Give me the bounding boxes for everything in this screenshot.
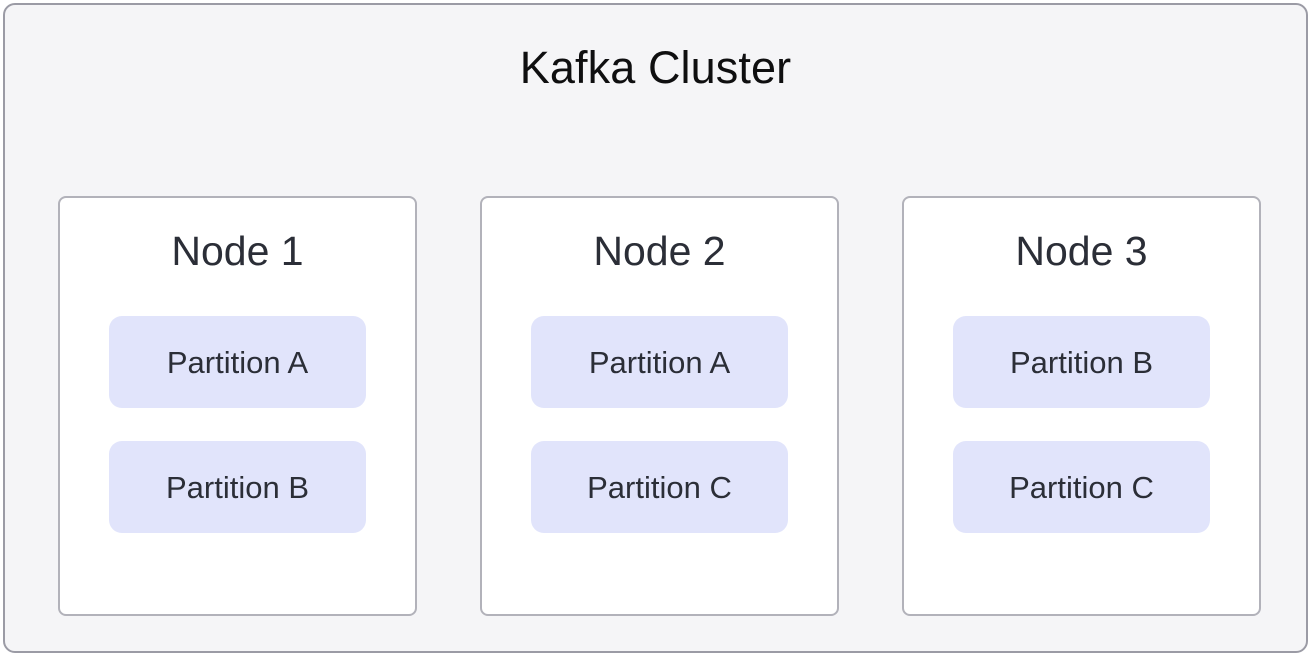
partition-pill[interactable]: Partition A (109, 316, 366, 409)
node-card-2[interactable]: Node 2 Partition A Partition C (480, 196, 839, 616)
kafka-cluster-container: Kafka Cluster Node 1 Partition A Partiti… (3, 3, 1308, 653)
node-card-1[interactable]: Node 1 Partition A Partition B (58, 196, 417, 616)
partition-list-3: Partition B Partition C (953, 316, 1210, 534)
node-row: Node 1 Partition A Partition B Node 2 Pa… (58, 196, 1261, 616)
cluster-title: Kafka Cluster (519, 42, 792, 93)
partition-pill[interactable]: Partition B (109, 441, 366, 534)
node-card-3[interactable]: Node 3 Partition B Partition C (902, 196, 1261, 616)
node-title-1: Node 1 (171, 228, 304, 274)
node-title-2: Node 2 (593, 228, 726, 274)
partition-pill[interactable]: Partition B (953, 316, 1210, 409)
partition-pill[interactable]: Partition C (953, 441, 1210, 534)
partition-list-2: Partition A Partition C (531, 316, 788, 534)
node-title-3: Node 3 (1015, 228, 1148, 274)
partition-pill[interactable]: Partition A (531, 316, 788, 409)
partition-pill[interactable]: Partition C (531, 441, 788, 534)
partition-list-1: Partition A Partition B (109, 316, 366, 534)
